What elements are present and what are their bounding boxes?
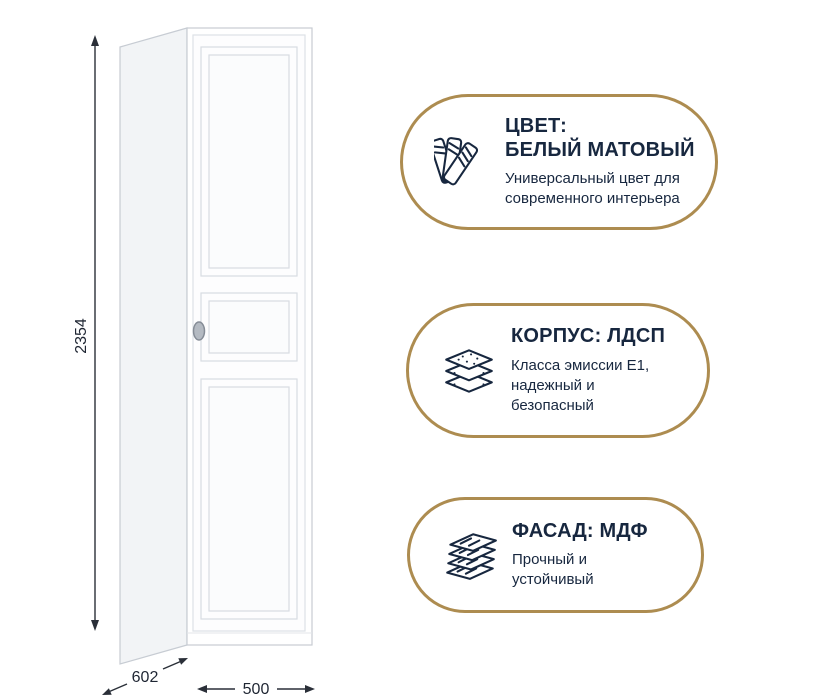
feature-badge-body-material: КОРПУС: ЛДСП Класса эмиссии E1, надежный… xyxy=(406,303,710,438)
badge-body-description: Класса эмиссии E1, надежный и безопасный xyxy=(511,356,665,416)
feature-badge-color: ЦВЕТ: БЕЛЫЙ МАТОВЫЙ Универсальный цвет д… xyxy=(400,94,718,230)
badge-body-desc-line2: надежный и xyxy=(511,376,595,394)
badge-color-title: ЦВЕТ: БЕЛЫЙ МАТОВЫЙ xyxy=(505,115,695,162)
badge-color-title-line2: БЕЛЫЙ МАТОВЫЙ xyxy=(505,138,695,161)
door-handle xyxy=(192,321,206,341)
badge-color-desc-line2: современного интерьера xyxy=(505,190,680,208)
badge-body-desc-line1: Класса эмиссии E1, xyxy=(511,356,650,374)
chipboard-layers-icon xyxy=(437,342,501,400)
cabinet-body xyxy=(119,27,313,665)
badge-body-title: КОРПУС: ЛДСП xyxy=(511,325,665,349)
badge-color-title-line1: ЦВЕТ: xyxy=(505,114,568,137)
height-value: 2354 xyxy=(73,318,90,354)
badge-color-description: Универсальный цвет для современного инте… xyxy=(505,169,695,209)
badge-body-desc-line3: безопасный xyxy=(511,396,594,414)
badge-facade-title-line1: ФАСАД: МДФ xyxy=(512,519,648,542)
badge-color-desc-line1: Универсальный цвет для xyxy=(505,170,680,188)
badge-facade-desc-line2: устойчивый xyxy=(512,571,594,589)
badge-facade-description: Прочный и устойчивый xyxy=(512,550,648,590)
badge-facade-title: ФАСАД: МДФ xyxy=(512,520,648,544)
cabinet-door xyxy=(192,34,306,632)
badge-body-title-line1: КОРПУС: ЛДСП xyxy=(511,325,666,348)
width-dimension: 500 xyxy=(197,681,315,698)
depth-value: 602 xyxy=(132,669,159,686)
badge-facade-desc-line1: Прочный и xyxy=(512,551,587,569)
width-value: 500 xyxy=(243,681,270,698)
depth-dimension: 602 xyxy=(102,658,188,695)
wardrobe-illustration: 2354 602 500 xyxy=(73,27,315,698)
height-dimension: 2354 xyxy=(73,35,99,631)
mdf-sheets-icon xyxy=(438,526,502,584)
feature-badge-facade-material: ФАСАД: МДФ Прочный и устойчивый xyxy=(407,497,704,613)
cabinet-side-face xyxy=(119,27,188,665)
color-swatch-fan-icon xyxy=(431,133,495,191)
